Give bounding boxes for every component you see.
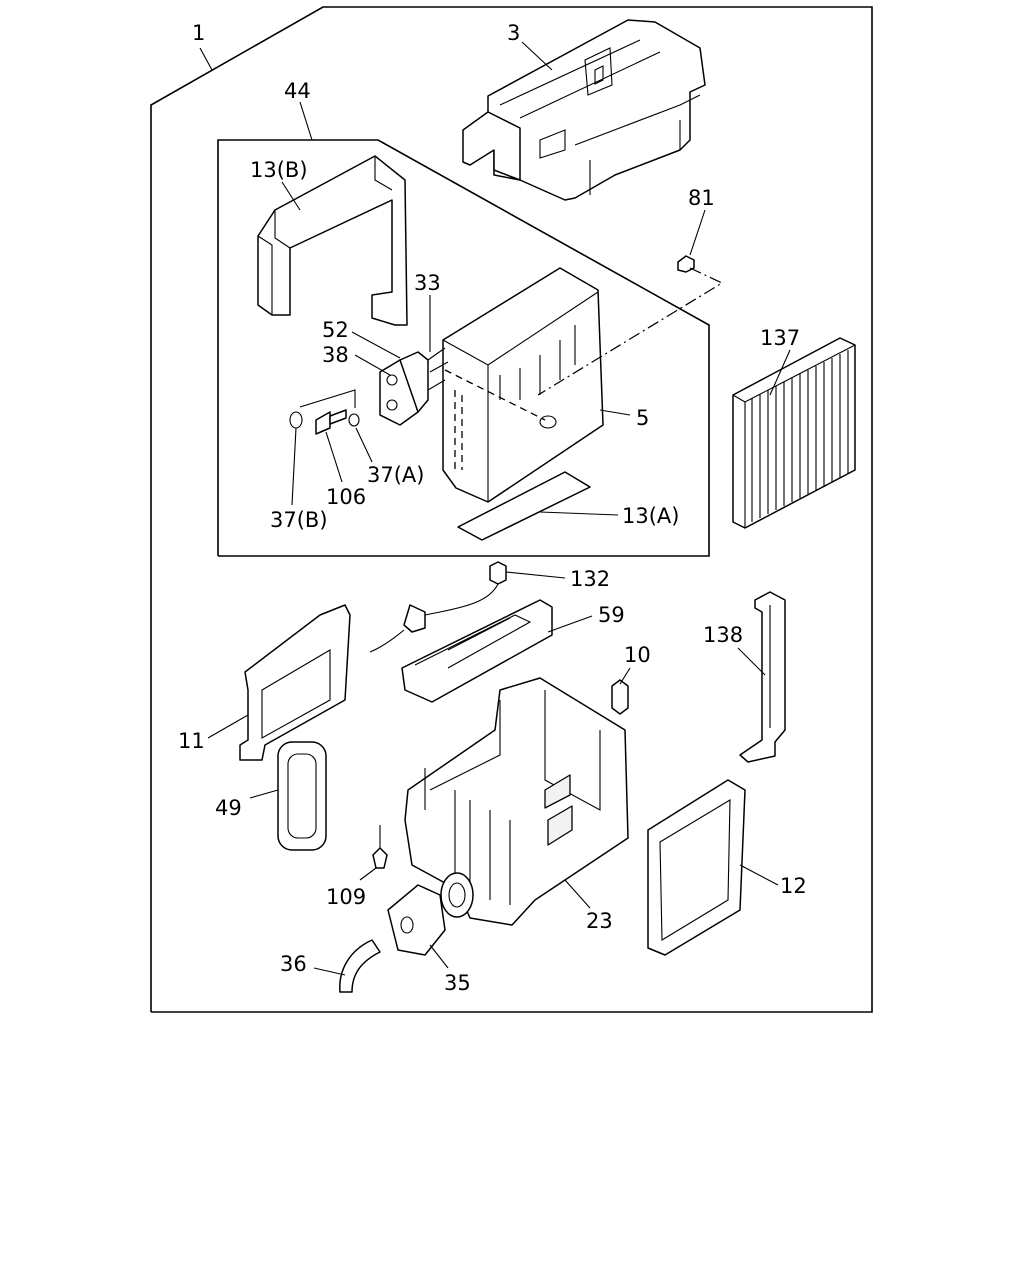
lower-case-23-part <box>404 677 629 926</box>
callout-81: 81 <box>688 186 715 210</box>
screw-109-part <box>372 825 388 869</box>
subassembly-frame-outline <box>217 139 710 557</box>
seal-12-part <box>647 779 746 956</box>
o-ring-37a-part <box>348 413 360 427</box>
callout-137: 137 <box>760 326 800 350</box>
hose-36-part <box>339 939 381 993</box>
seal-11-part <box>239 604 351 761</box>
callout-5: 5 <box>636 406 649 430</box>
callout-13a: 13(A) <box>622 504 679 528</box>
callout-33: 33 <box>414 271 441 295</box>
callout-38: 38 <box>322 343 349 367</box>
gasket-49-part <box>277 741 327 851</box>
o-ring-37b-part <box>289 411 303 429</box>
callout-37a: 37(A) <box>367 463 424 487</box>
callout-52: 52 <box>322 318 349 342</box>
callout-132: 132 <box>570 567 610 591</box>
expansion-valve-part <box>379 347 449 426</box>
callout-106: 106 <box>326 485 366 509</box>
clip-10-part <box>611 679 629 715</box>
callout-13b: 13(B) <box>250 158 308 182</box>
callout-35: 35 <box>444 971 471 995</box>
callout-23: 23 <box>586 909 613 933</box>
seal-13b-part <box>257 155 408 326</box>
callout-138: 138 <box>703 623 743 647</box>
callout-36: 36 <box>280 952 307 976</box>
callout-11: 11 <box>178 729 205 753</box>
assembly-frame-outline <box>150 6 873 1013</box>
callout-10: 10 <box>624 643 651 667</box>
evaporator-core-part <box>442 267 604 503</box>
reference-line-gasket <box>299 389 356 408</box>
callout-109: 109 <box>326 885 366 909</box>
callout-1: 1 <box>192 21 205 45</box>
upper-case-part <box>462 19 706 201</box>
callout-49: 49 <box>215 796 242 820</box>
callout-37b: 37(B) <box>270 508 328 532</box>
callout-44: 44 <box>284 79 311 103</box>
drain-tray-59-part <box>401 599 553 703</box>
sensor-132-part <box>369 561 507 653</box>
bolt-106-part <box>315 409 347 435</box>
clip-81-part <box>677 255 695 273</box>
bracket-138-part <box>739 591 786 763</box>
blower-35-part <box>387 872 474 956</box>
callout-3: 3 <box>507 21 520 45</box>
leader-lines <box>199 41 791 976</box>
seal-13a-part <box>457 471 591 541</box>
callout-59: 59 <box>598 603 625 627</box>
filter-137-part <box>732 337 856 529</box>
callout-labels: 1 3 44 13(B) 81 33 52 38 137 5 37(A) 106… <box>178 21 807 995</box>
callout-12: 12 <box>780 874 807 898</box>
reference-line-81 <box>537 267 724 396</box>
